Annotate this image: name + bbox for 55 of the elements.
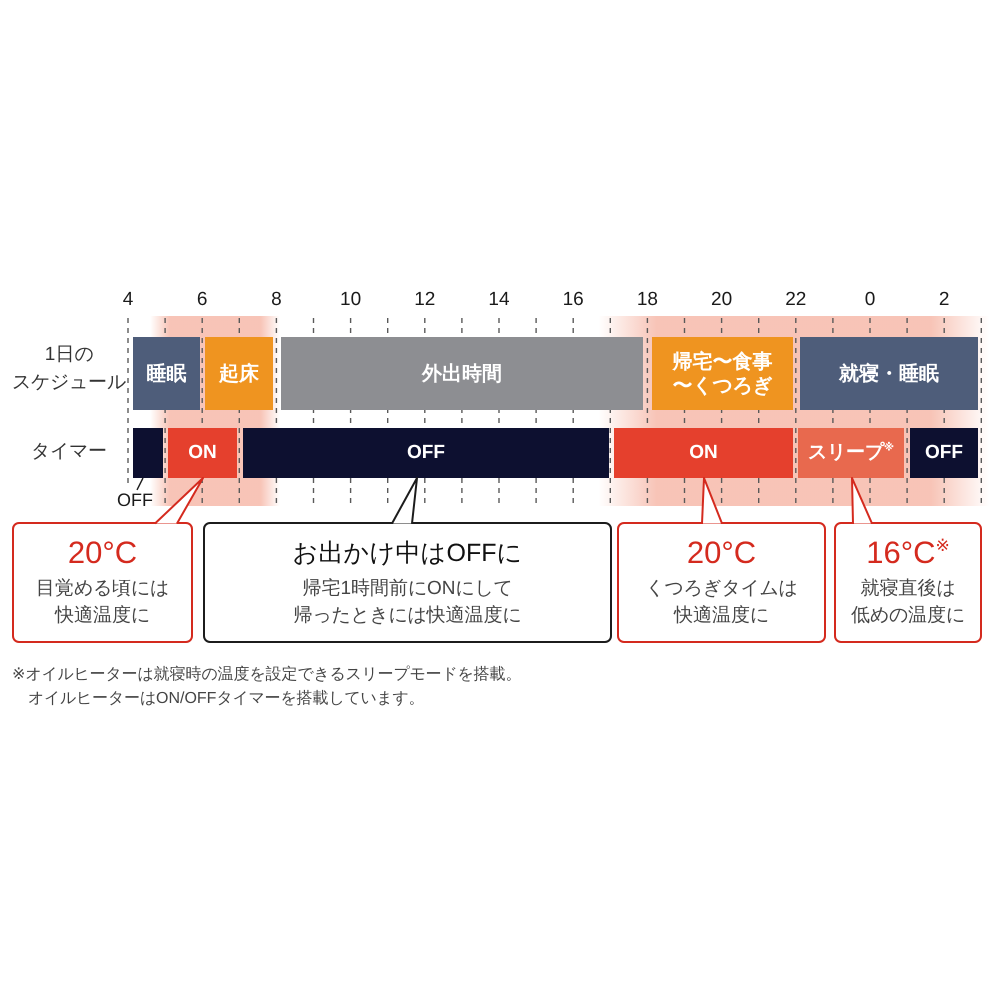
callout-pointer bbox=[391, 477, 418, 524]
callout-box bbox=[203, 522, 612, 643]
schedule-label: 睡眠 bbox=[146, 362, 186, 386]
schedule-label: 起床 bbox=[219, 362, 259, 386]
footnote: ※オイルヒーターは就寝時の温度を設定できるスリープモードを搭載。 bbox=[12, 665, 522, 685]
schedule-label: 外出時間 bbox=[422, 362, 502, 386]
timer-bar bbox=[910, 428, 978, 478]
timer-state-label: OFF bbox=[407, 442, 445, 464]
footnote: オイルヒーターはON/OFFタイマーを搭載しています。 bbox=[28, 689, 424, 709]
callout-box bbox=[617, 522, 826, 643]
callout-text: 就寝直後は低めの温度に bbox=[851, 577, 965, 628]
callout-box bbox=[12, 522, 193, 643]
hour-label: 22 bbox=[784, 288, 808, 312]
callout-text: 帰宅1時間前にONにして帰ったときには快適温度に bbox=[294, 577, 522, 628]
callout-heading: お出かけ中はOFFに bbox=[292, 538, 522, 569]
schedule-label: 就寝・睡眠 bbox=[839, 362, 939, 386]
hour-label: 20 bbox=[710, 288, 734, 312]
timer-state-label: ON bbox=[689, 442, 718, 464]
row-label: 1日のスケジュール bbox=[11, 343, 127, 395]
timer-state-label: OFF bbox=[925, 442, 963, 464]
callout-pointer bbox=[701, 477, 723, 524]
temperature-value: 20°C bbox=[68, 534, 138, 572]
callout-pointer bbox=[154, 477, 204, 524]
callout-text: くつろぎタイムは快適温度に bbox=[646, 577, 798, 628]
timer-bar bbox=[798, 428, 904, 478]
hour-label: 18 bbox=[636, 288, 659, 312]
callout-text: 目覚める頃には快適温度に bbox=[36, 577, 169, 628]
schedule-bar bbox=[800, 337, 978, 410]
timer-bar bbox=[243, 428, 609, 478]
timer-bar bbox=[133, 428, 163, 478]
schedule-bar bbox=[133, 337, 200, 410]
schedule-bar bbox=[652, 337, 793, 410]
hour-label: 14 bbox=[487, 288, 511, 312]
leader-line bbox=[136, 478, 144, 490]
temperature-value: 20°C bbox=[686, 534, 756, 572]
schedule-bar bbox=[205, 337, 273, 410]
hour-label: 12 bbox=[413, 288, 436, 312]
hour-label: 8 bbox=[270, 288, 283, 312]
timer-bar bbox=[614, 428, 793, 478]
hour-label: 2 bbox=[938, 288, 950, 312]
schedule-bar bbox=[281, 337, 643, 410]
hour-label: 4 bbox=[122, 288, 134, 312]
hour-label: 10 bbox=[339, 288, 362, 312]
timer-bar bbox=[168, 428, 237, 478]
row-label: タイマー bbox=[30, 440, 108, 464]
callout-pointer bbox=[851, 477, 873, 524]
hour-label: 6 bbox=[196, 288, 208, 312]
hour-label: 16 bbox=[562, 288, 585, 312]
temperature-value: 16°C$^{※}$ bbox=[866, 534, 950, 572]
hour-label: 0 bbox=[864, 288, 876, 312]
timer-state-label: OFF bbox=[117, 489, 159, 511]
timer-state-label: ON bbox=[188, 442, 217, 464]
schedule-label: 帰宅〜食事〜くつろぎ bbox=[672, 350, 772, 398]
timer-state-label: スリープ$^{※}$ bbox=[808, 442, 894, 464]
callout-box bbox=[834, 522, 982, 643]
